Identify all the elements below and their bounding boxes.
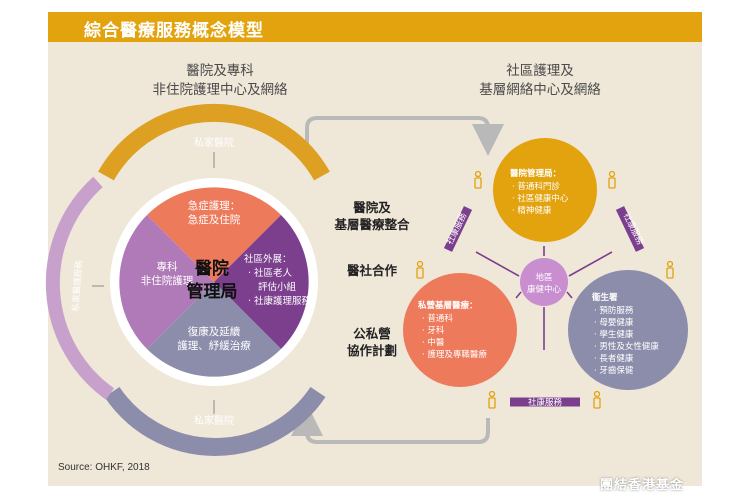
health-line-3: · 母嬰健康 bbox=[594, 317, 634, 328]
rehab-line-2: 護理、紓緩治療 bbox=[177, 339, 251, 352]
private-line-4: · 中醫 bbox=[422, 337, 445, 348]
integration-line-2: 基層醫療整合 bbox=[333, 217, 410, 232]
right-service-arrow bbox=[615, 206, 645, 252]
left-service-arrow bbox=[443, 206, 473, 252]
left-heading: 醫院及專科 非住院護理中心及網絡 bbox=[120, 62, 320, 100]
private-care-side-arc bbox=[45, 176, 115, 400]
watermark: 團結香港基金 bbox=[600, 478, 685, 493]
hub-line-2: 康健中心 bbox=[527, 284, 562, 295]
health-line-1: 衞生署 bbox=[591, 292, 618, 303]
source-note: Source: OHKF, 2018 bbox=[58, 462, 150, 473]
bottom-arc-label: 私家醫院 bbox=[194, 414, 234, 427]
hub-arrow-left bbox=[475, 251, 520, 277]
ha-line-4: · 精神健康 bbox=[512, 205, 552, 216]
right-heading-line-1: 社區護理及 bbox=[506, 63, 574, 79]
urgent-care-quadrant bbox=[147, 187, 281, 282]
private-line-2: · 普通科 bbox=[422, 313, 453, 324]
person-icon bbox=[474, 170, 482, 189]
outreach-line-3: 評估小組 bbox=[258, 281, 297, 293]
hub-text: 地區 康健中心 bbox=[527, 272, 562, 295]
private-hospital-top-arc bbox=[98, 104, 330, 181]
private-primary-circle bbox=[403, 273, 517, 387]
outreach-texts: 社區外展： · 社區老人 評估小組 · 社康護理服務 bbox=[244, 253, 312, 307]
private-line-5: · 護理及專職醫療 bbox=[422, 349, 487, 360]
outreach-line-2: · 社區老人 bbox=[248, 267, 293, 279]
person-icon bbox=[666, 260, 674, 279]
right-heading-line-2: 基層網絡中心及網絡 bbox=[479, 82, 601, 98]
bottom-connector-arrow bbox=[291, 404, 490, 444]
middle-labels: 醫院及 基層醫療整合 醫社合作 公私營 協作計劃 bbox=[333, 200, 410, 358]
hub-arrows bbox=[475, 246, 613, 350]
person-icons bbox=[416, 170, 674, 409]
private-hospital-bottom-arc bbox=[104, 386, 326, 456]
private-line-3: · 牙科 bbox=[422, 325, 445, 336]
private-line-1: 私營基層醫療： bbox=[417, 300, 478, 311]
top-connector-arrow bbox=[305, 116, 504, 160]
page-title: 綜合醫療服務概念模型 bbox=[84, 21, 264, 41]
hub-arrow-lower-right bbox=[566, 291, 573, 299]
right-heading: 社區護理及 基層網絡中心及網絡 bbox=[440, 62, 640, 100]
rehab-line-1: 復康及延續 bbox=[188, 325, 241, 338]
quadrant-texts: 急症護理： 急症及住院 專科 非住院護理 復康及延續 護理、紓緩治療 bbox=[141, 199, 251, 352]
side-arc-label: 私家醫護服務 bbox=[70, 260, 85, 312]
right-service-label: 社康服務 bbox=[621, 211, 646, 247]
integration-line-1: 醫院及 bbox=[353, 200, 391, 215]
outreach-line-4: · 社康護理服務 bbox=[248, 295, 312, 307]
center-line-1: 醫院 bbox=[195, 258, 229, 279]
person-icon bbox=[593, 390, 601, 409]
specialist-quadrant bbox=[119, 215, 214, 349]
person-icon bbox=[416, 260, 424, 279]
partnership-line-1: 醫社合作 bbox=[347, 263, 398, 278]
urgent-line-1: 急症護理： bbox=[188, 199, 241, 212]
ha-line-2: · 普通科門診 bbox=[512, 181, 560, 192]
specialist-line-2: 非住院護理 bbox=[141, 274, 194, 287]
specialist-line-1: 專科 bbox=[157, 260, 178, 273]
community-outreach-quadrant bbox=[214, 215, 309, 349]
health-line-2: · 預防服務 bbox=[594, 305, 634, 316]
ha-circle bbox=[493, 138, 597, 242]
left-service-label: 社康服務 bbox=[444, 211, 469, 247]
center-label: 醫院 管理局 bbox=[187, 258, 238, 302]
ppp-line-1: 公私營 bbox=[353, 326, 391, 341]
left-heading-line-2: 非住院護理中心及網絡 bbox=[152, 82, 288, 98]
rehab-quadrant bbox=[147, 282, 281, 377]
urgent-line-2: 急症及住院 bbox=[188, 213, 241, 226]
hub-arrow-lower-left bbox=[515, 291, 522, 299]
health-circle-text: 衞生署 · 預防服務 · 母嬰健康 · 學生健康 · 男性及女性健康 · 長者健… bbox=[591, 292, 659, 376]
center-line-2: 管理局 bbox=[187, 281, 238, 302]
hub-arrow-right bbox=[568, 251, 613, 277]
district-health-hub bbox=[520, 258, 568, 306]
ha-circle-text: 醫院管理局： · 普通科門診 · 社區健康中心 · 精神健康 bbox=[510, 168, 569, 216]
ha-line-1: 醫院管理局： bbox=[510, 168, 561, 179]
left-arc-labels: 私家醫院 私家醫院 私家醫護服務 bbox=[70, 136, 234, 427]
hub-line-1: 地區 bbox=[535, 272, 552, 283]
ha-line-3: · 社區健康中心 bbox=[512, 193, 569, 204]
person-icon bbox=[488, 390, 496, 409]
bottom-service-label: 社康服務 bbox=[528, 397, 563, 408]
private-circle-text: 私營基層醫療： · 普通科 · 牙科 · 中醫 · 護理及專職醫療 bbox=[417, 300, 487, 360]
top-arc-label: 私家醫院 bbox=[194, 136, 234, 149]
left-heading-line-1: 醫院及專科 bbox=[186, 63, 254, 79]
person-icon bbox=[608, 170, 616, 189]
health-department-circle bbox=[568, 270, 688, 390]
outreach-line-1: 社區外展： bbox=[244, 253, 292, 265]
title-banner bbox=[48, 12, 702, 42]
ppp-line-2: 協作計劃 bbox=[347, 343, 397, 358]
health-line-5: · 男性及女性健康 bbox=[594, 341, 659, 352]
health-line-7: · 牙齒保健 bbox=[594, 365, 634, 376]
health-line-4: · 學生健康 bbox=[594, 329, 634, 340]
health-line-6: · 長者健康 bbox=[594, 353, 634, 364]
